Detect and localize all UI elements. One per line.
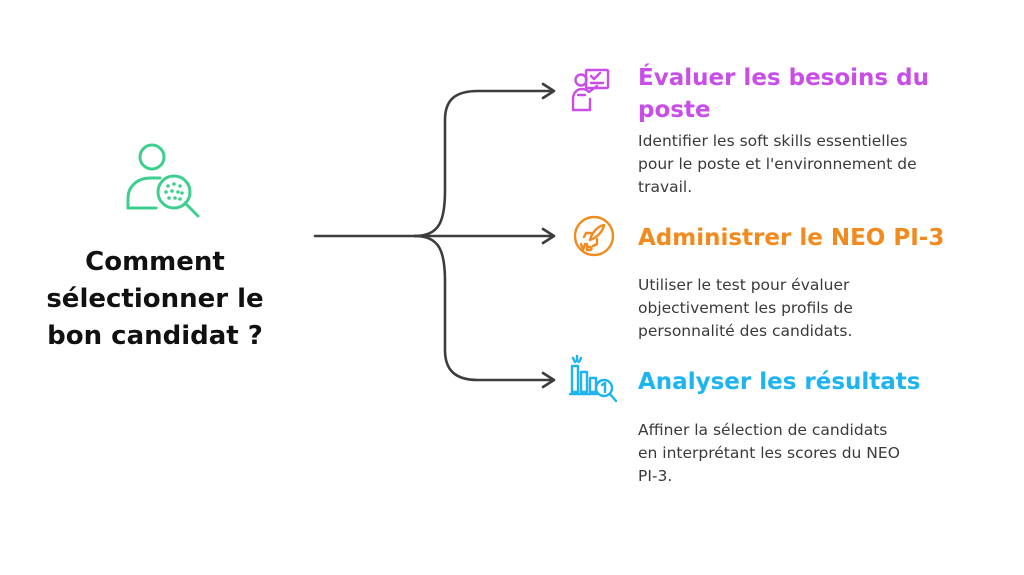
branch-3-title: Analyser les résultats — [638, 366, 998, 398]
central-question-line-1: Comment — [85, 247, 225, 277]
central-question: Comment sélectionner le bon candidat ? — [10, 244, 300, 355]
branch-3-title-line-1: Analyser les résultats — [638, 369, 921, 395]
user-search-icon — [126, 143, 200, 218]
branch-3-desc-line-1: Affiner la sélection de candidats — [638, 421, 888, 439]
arrowhead-2 — [541, 227, 556, 245]
branch-2-desc-line-1: Utiliser le test pour évaluer — [638, 276, 850, 294]
branch-2-desc-line-3: personnalité des candidats. — [638, 322, 853, 340]
branch-3-description: Affiner la sélection de candidats en int… — [638, 419, 998, 488]
branch-1-desc-line-3: travail. — [638, 178, 693, 196]
branch-3-desc-line-3: PI-3. — [638, 467, 673, 485]
connector-branch-3 — [413, 234, 555, 382]
arrowhead-1 — [541, 82, 556, 100]
branch-1-title-line-2: poste — [638, 97, 711, 123]
branch-2-title-line-1: Administrer le NEO PI-3 — [638, 225, 945, 251]
chart-magnifier-icon — [568, 354, 617, 403]
branch-2-title: Administrer le NEO PI-3 — [638, 222, 998, 254]
connector-branch-1 — [413, 89, 555, 238]
presenter-board-icon — [571, 68, 610, 112]
branch-1-title: Évaluer les besoins du poste — [638, 62, 998, 126]
rocket-badge-icon — [573, 215, 615, 257]
central-question-line-3: bon candidat ? — [47, 321, 263, 351]
branch-1-desc-line-2: pour le poste et l'environnement de — [638, 155, 917, 173]
arrowhead-3 — [541, 371, 556, 389]
branch-1-desc-line-1: Identifier les soft skills essentielles — [638, 132, 908, 150]
central-question-line-2: sélectionner le — [46, 284, 264, 314]
branch-3-desc-line-2: en interprétant les scores du NEO — [638, 444, 900, 462]
branch-1-title-line-1: Évaluer les besoins du — [638, 65, 929, 91]
branch-1-description: Identifier les soft skills essentielles … — [638, 130, 998, 199]
branch-2-desc-line-2: objectivement les profils de — [638, 299, 853, 317]
branch-2-description: Utiliser le test pour évaluer objectivem… — [638, 274, 998, 343]
